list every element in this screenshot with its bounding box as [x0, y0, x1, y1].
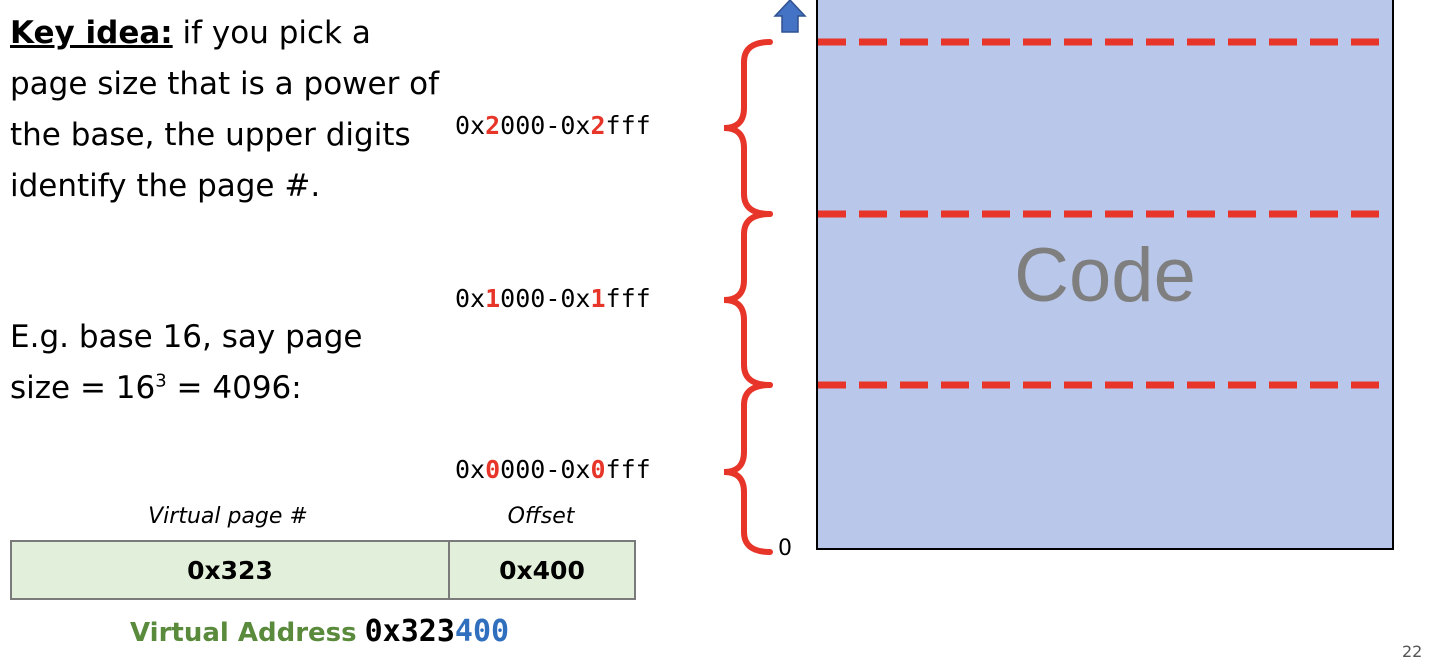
virtual-address-offset-part: 400: [454, 614, 510, 649]
key-idea-label: Key idea:: [10, 15, 173, 51]
example-size: = 4096:: [166, 370, 302, 406]
virtual-address-page-part: 0x323: [364, 614, 455, 649]
virtual-page-cell: 0x323: [12, 542, 450, 598]
example-base: size = 16: [10, 370, 156, 406]
offset-cell: 0x400: [499, 555, 585, 585]
example-line-1: E.g. base 16, say page: [10, 319, 363, 355]
example-line-2: size = 163 = 4096:: [10, 363, 450, 414]
example-exponent: 3: [155, 370, 167, 392]
page-2-brace: [723, 39, 773, 217]
key-idea-text: Key idea: if you pick a page size that i…: [10, 8, 450, 212]
slide-number: 22: [1402, 642, 1423, 661]
virtual-address-table: 0x323 0x400: [10, 540, 636, 600]
address-zero-label: 0: [778, 536, 792, 561]
range-label-page-2: 0x2000-0x2fff: [455, 111, 651, 140]
virtual-address-label: Virtual Address: [130, 618, 357, 648]
up-arrow-icon: [773, 0, 807, 33]
virtual-address-value: 0x323400: [365, 614, 510, 649]
memory-block: [816, 0, 1394, 550]
page-digit: 0: [590, 455, 606, 484]
page-digit: 0: [485, 455, 501, 484]
page-1-brace: [723, 211, 773, 388]
page-digit: 2: [590, 111, 606, 140]
range-label-page-1: 0x1000-0x1fff: [455, 284, 651, 313]
page-digit: 1: [485, 284, 501, 313]
range-label-page-0: 0x0000-0x0fff: [455, 455, 651, 484]
offset-header: Offset: [507, 504, 575, 529]
key-idea-body: if you pick a page size that is a power …: [10, 15, 440, 204]
page-digit: 1: [590, 284, 606, 313]
code-label: Code: [1014, 233, 1196, 318]
page-digit: 2: [485, 111, 501, 140]
page-0-brace: [723, 382, 773, 555]
virtual-page-header: Virtual page #: [148, 504, 308, 529]
example-text: E.g. base 16, say page size = 163 = 4096…: [10, 312, 450, 414]
